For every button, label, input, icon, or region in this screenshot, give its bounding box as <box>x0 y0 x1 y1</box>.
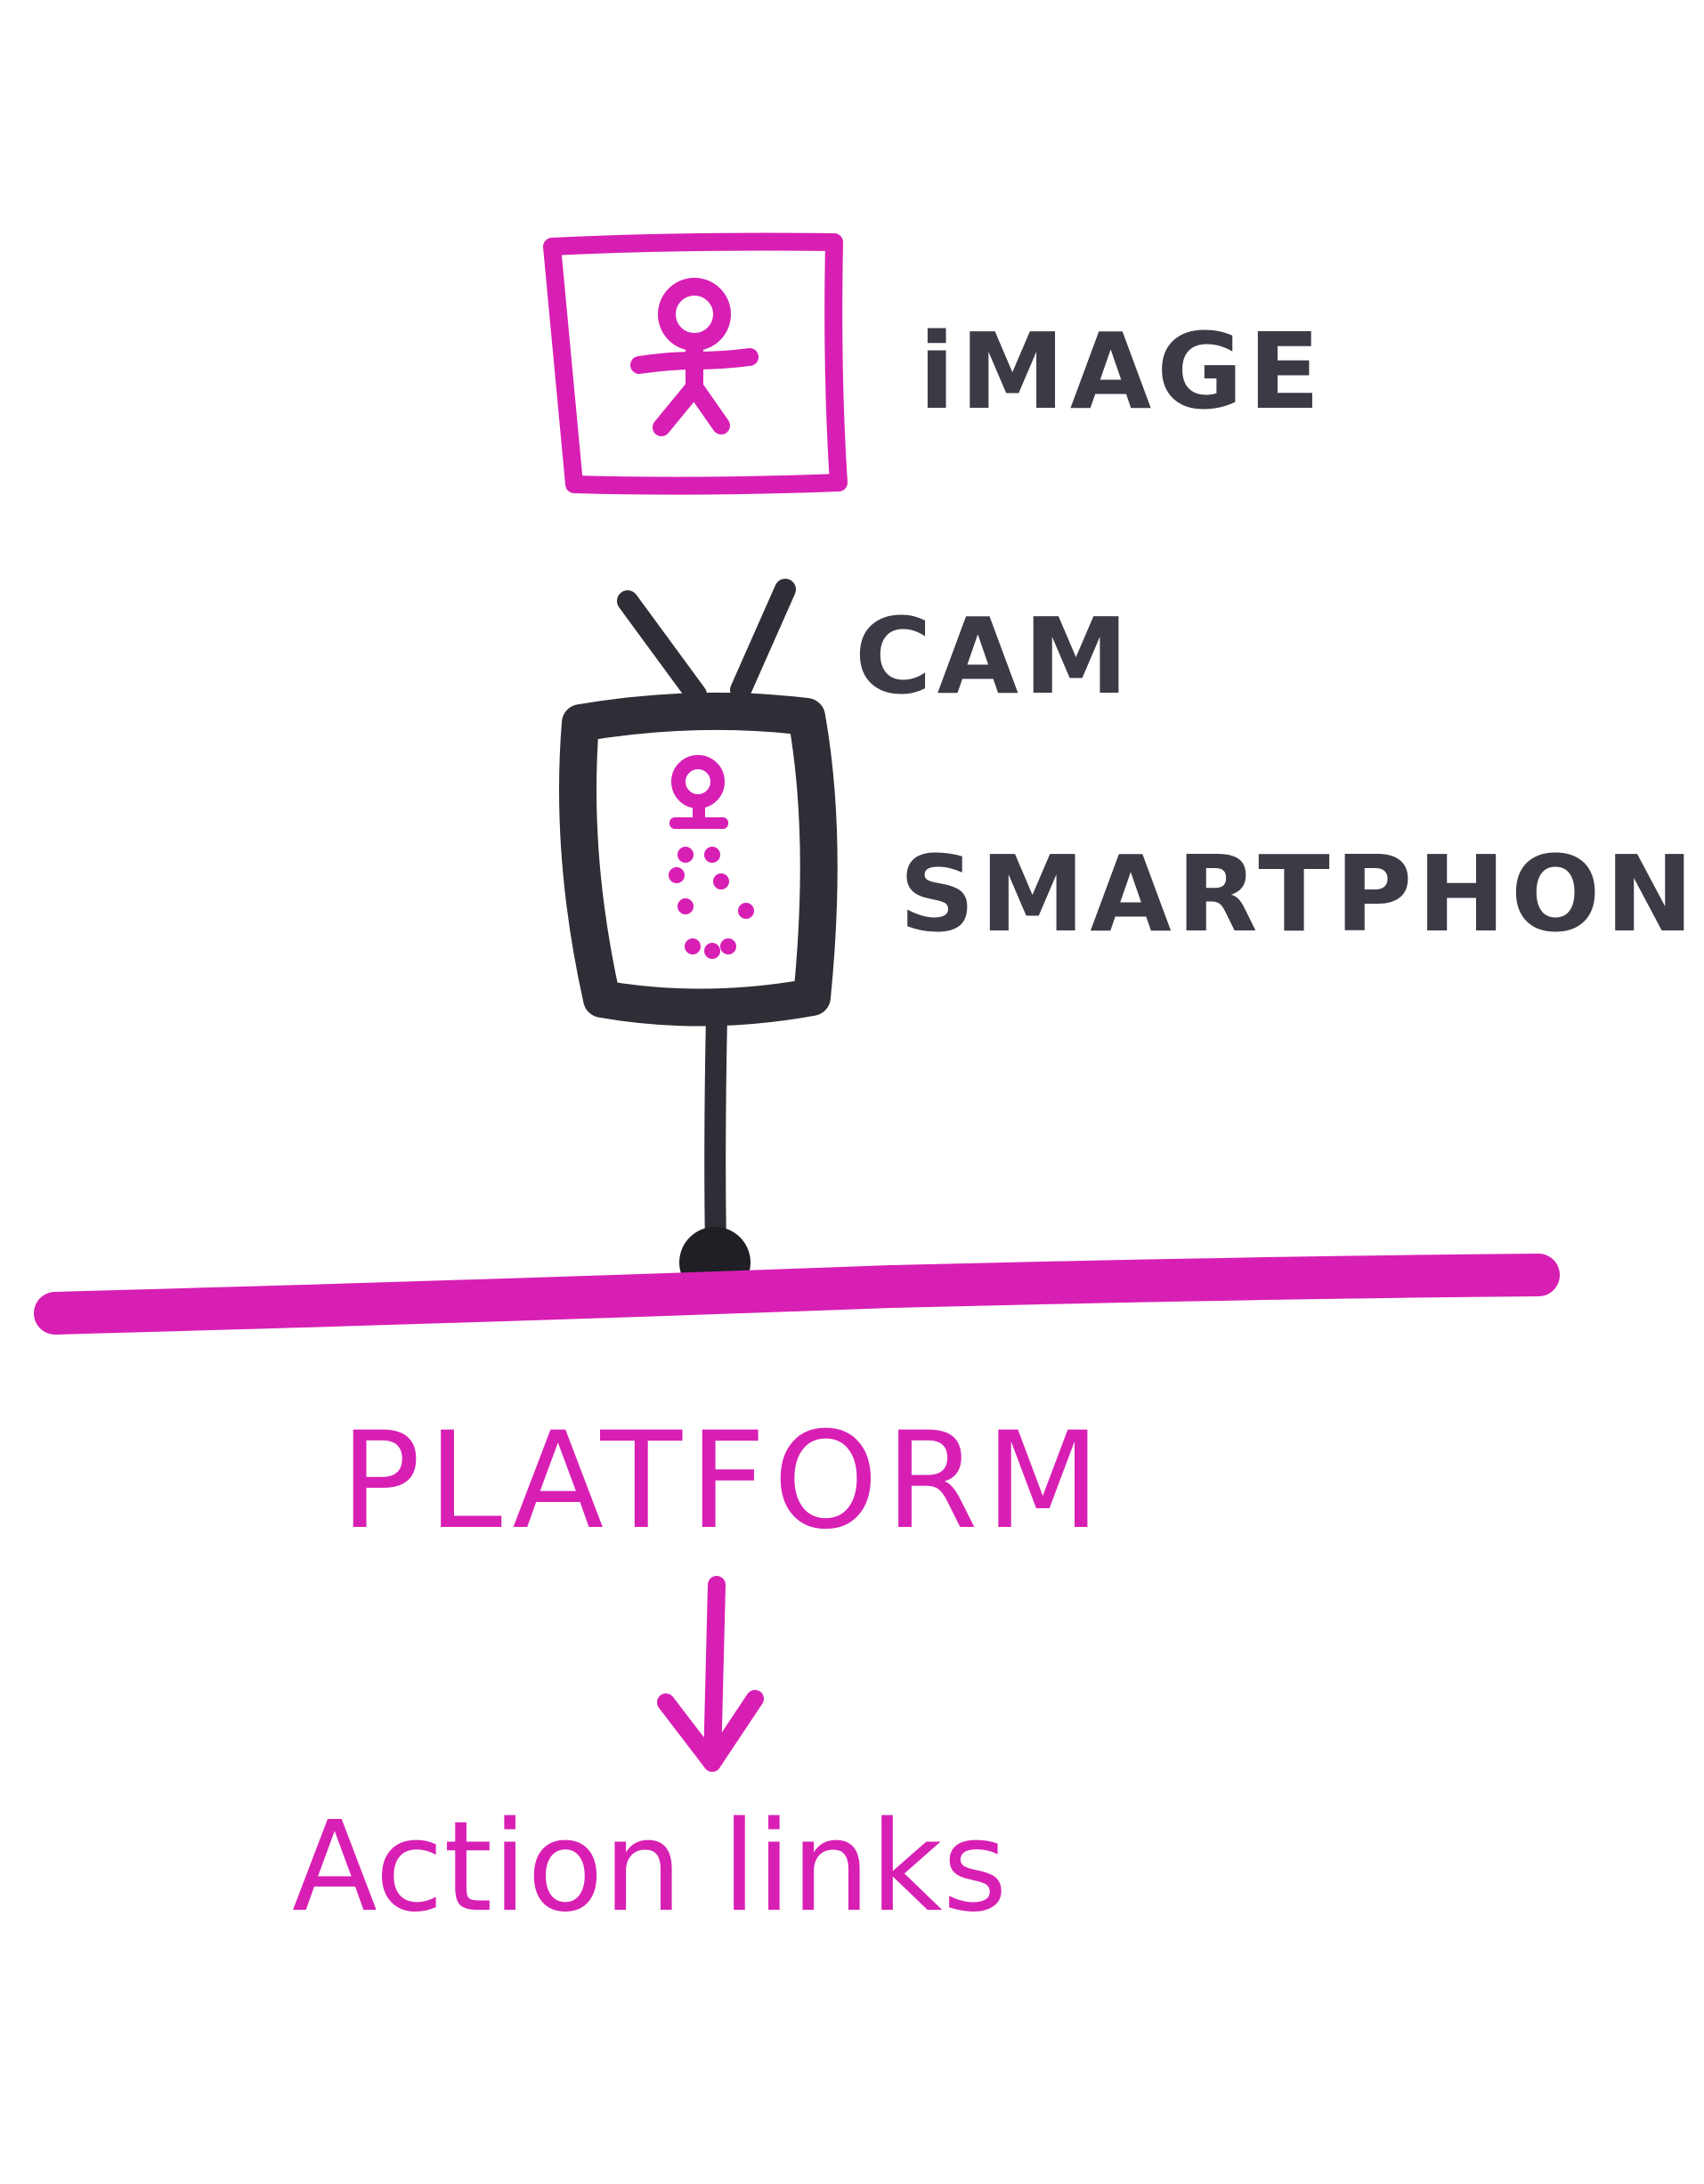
image-label: iMAGE <box>919 310 1326 433</box>
action-links-label: Action links <box>292 1795 1008 1940</box>
pole-icon <box>704 1004 727 1257</box>
picture-frame-icon <box>543 232 848 495</box>
platform-label: PLATFORM <box>340 1404 1108 1559</box>
platform-line <box>34 1254 1560 1335</box>
antenna-icon <box>617 579 796 705</box>
arrow-down-icon <box>657 1576 764 1772</box>
stick-figure-icon <box>630 278 759 436</box>
cam-label: CAM <box>855 595 1133 718</box>
smartphone-label: SMARTPHONE <box>899 832 1704 955</box>
stick-figure-icon <box>669 755 754 959</box>
tv-screen-icon <box>559 692 838 1027</box>
